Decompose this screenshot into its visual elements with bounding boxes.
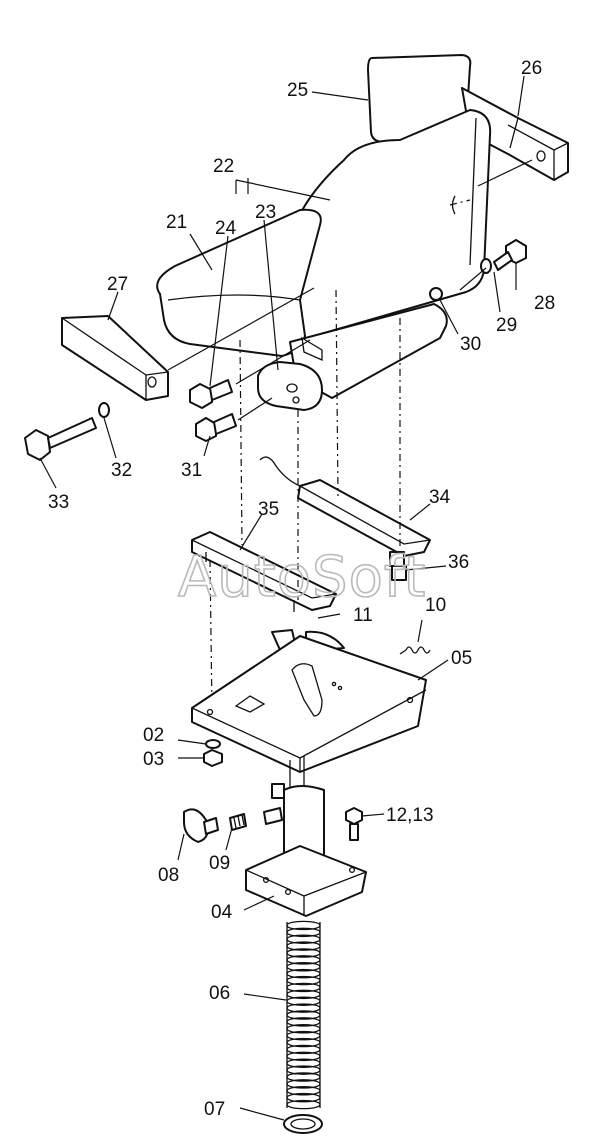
bolt-31 [195, 413, 237, 442]
nut-30 [429, 287, 443, 301]
callout-24: 24 [215, 218, 237, 239]
callout-07: 07 [204, 1099, 225, 1120]
callout-11: 11 [353, 605, 373, 626]
coil-spring [286, 920, 321, 1110]
bolt-28 [493, 239, 527, 271]
knob-08 [183, 808, 219, 843]
callout-31: 31 [181, 460, 202, 481]
callout-32: 32 [111, 460, 132, 481]
base-plate [191, 635, 427, 773]
callout-05: 05 [451, 648, 472, 669]
callout-29: 29 [496, 315, 517, 336]
nut-03 [203, 749, 223, 767]
callout-09: 09 [209, 853, 230, 874]
callout-02: 02 [143, 725, 164, 746]
callout-27: 27 [107, 274, 128, 295]
callout-08: 08 [158, 865, 179, 886]
watermark: AutoSoft [178, 545, 427, 610]
guide-lines [167, 159, 533, 713]
screw-09 [229, 813, 247, 831]
callout-26: 26 [521, 58, 542, 79]
callout-36: 36 [448, 552, 469, 573]
pedestal [245, 756, 367, 917]
bolt-12-13 [345, 807, 363, 841]
callout-30: 30 [460, 334, 481, 355]
leader-lines [39, 75, 525, 1121]
callout-33: 33 [48, 492, 69, 513]
callout-22: 22 [213, 156, 234, 177]
left-armrest [61, 315, 169, 401]
bolt-36 [391, 565, 407, 581]
callout-10: 10 [425, 595, 446, 616]
callout-21: 21 [166, 212, 187, 233]
callout-23: 23 [255, 202, 276, 223]
callouts: 25 26 22 23 24 21 27 28 29 30 31 32 33 3… [48, 58, 555, 1120]
callout-34: 34 [429, 487, 451, 508]
seat-cushion [156, 208, 322, 357]
callout-28: 28 [534, 293, 555, 314]
washer-02 [205, 739, 221, 749]
callout-35: 35 [258, 499, 279, 520]
bolt-33 [24, 417, 97, 461]
rail-35 [191, 531, 337, 612]
callout-12-13: 12,13 [386, 805, 434, 826]
callout-06: 06 [209, 983, 230, 1004]
callout-04: 04 [211, 902, 233, 923]
bolt-24 [189, 379, 233, 409]
washer-32 [98, 402, 110, 418]
callout-25: 25 [287, 80, 308, 101]
ring-07 [283, 1114, 323, 1134]
spring-10 [399, 646, 431, 655]
callout-03: 03 [143, 749, 164, 770]
